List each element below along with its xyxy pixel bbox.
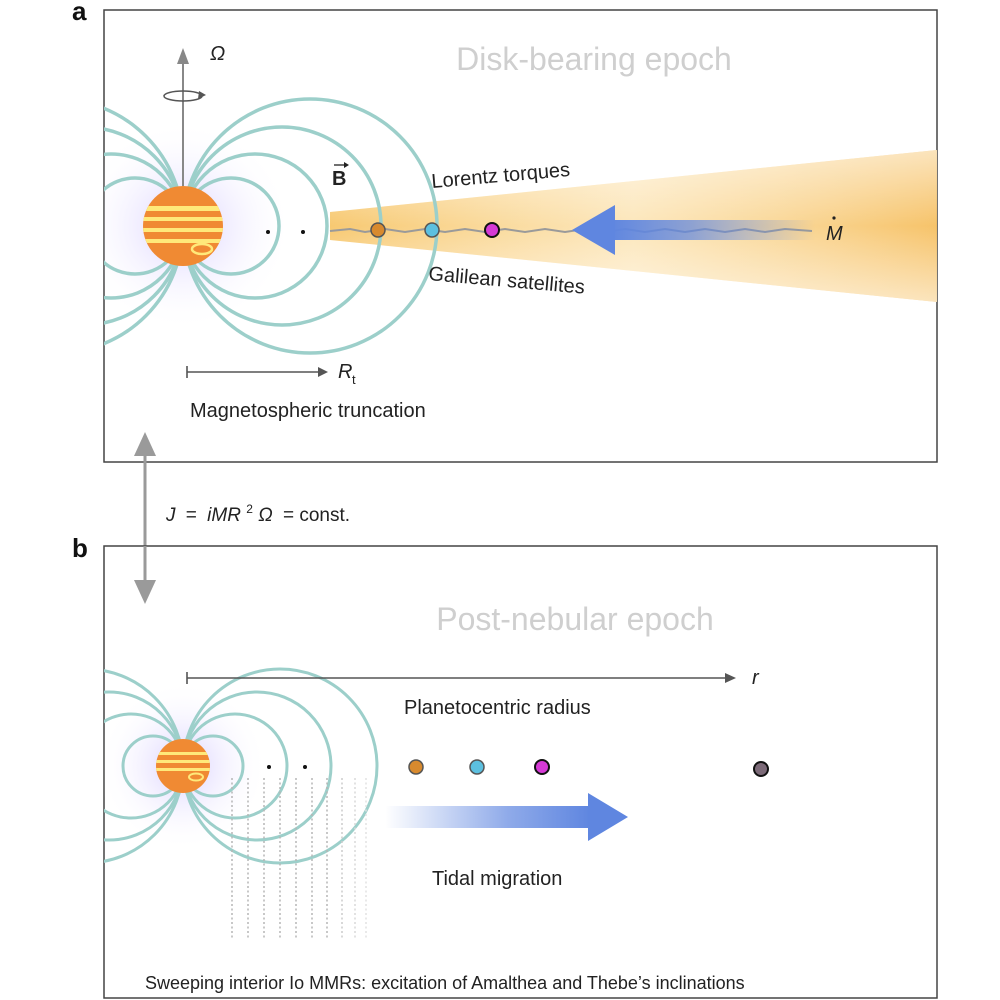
- satellite-callisto-b: [753, 761, 769, 777]
- inflow-arrow-head: [572, 205, 615, 255]
- tidal-arrow-head: [588, 793, 628, 841]
- rt-bar-arrowhead: [318, 367, 328, 377]
- dot-b1: [267, 765, 271, 769]
- planetocentric-radius-label: Planetocentric radius: [404, 697, 591, 719]
- eq-equals: =: [186, 505, 197, 526]
- satellite-europa-a: [424, 222, 440, 238]
- rotation-arrowhead: [198, 91, 206, 99]
- dot-b2: [303, 765, 307, 769]
- eq-const: = const.: [283, 505, 350, 526]
- panel-a-content: [104, 48, 937, 355]
- dot-a2: [301, 230, 305, 234]
- eq-superscript: 2: [246, 502, 253, 516]
- satellite-io-b: [408, 759, 424, 775]
- panel-b-content: [104, 667, 769, 938]
- mdot-dot: [832, 216, 836, 220]
- b-field-label: B: [332, 168, 346, 190]
- truncation-label: Magnetospheric truncation: [190, 400, 426, 422]
- connector-arrowhead-up: [134, 432, 156, 456]
- satellite-europa-b: [469, 759, 485, 775]
- spin-axis-arrowhead: [177, 48, 189, 64]
- satellite-ganymede-a: [484, 222, 500, 238]
- eq-omega: Ω: [258, 505, 272, 526]
- inflow-arrow-body: [610, 220, 815, 240]
- mdot-label: M: [826, 223, 843, 245]
- panel-letter-b: b: [72, 533, 88, 563]
- eq-imr: iMR: [207, 505, 241, 526]
- panel-b-caption: Sweeping interior Io MMRs: excitation of…: [145, 973, 745, 993]
- eq-j: J: [165, 505, 176, 526]
- panel-b-title: Post-nebular epoch: [436, 601, 714, 637]
- satellite-io-a: [370, 222, 386, 238]
- tidal-arrow-body: [385, 806, 590, 828]
- panel-a-title: Disk-bearing epoch: [456, 41, 732, 77]
- radius-bar-arrowhead: [725, 673, 736, 683]
- b-vector-arrowhead: [344, 162, 349, 168]
- connector-arrowhead-down-overlay: [134, 580, 156, 604]
- rt-label: R: [338, 361, 352, 383]
- angular-momentum-equation: J = iMR 2 Ω = const.: [165, 497, 350, 526]
- tidal-migration-label: Tidal migration: [432, 868, 562, 890]
- jupiter-planet-b: [156, 739, 210, 793]
- r-label: r: [752, 667, 760, 689]
- omega-label: Ω: [210, 43, 225, 65]
- jupiter-planet-a: [143, 186, 223, 266]
- dot-a1: [266, 230, 270, 234]
- rt-subscript: t: [352, 372, 356, 387]
- satellite-ganymede-b: [534, 759, 550, 775]
- panel-letter-a: a: [72, 0, 87, 26]
